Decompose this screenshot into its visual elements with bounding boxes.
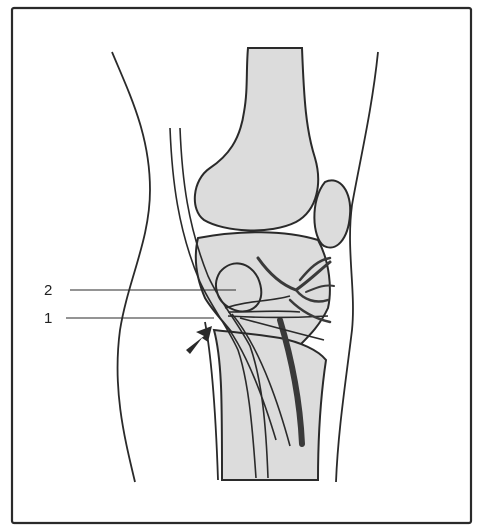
- leg-outline-left: [112, 52, 150, 482]
- femur-bone: [195, 48, 318, 230]
- label-2: 2: [44, 282, 52, 299]
- leg-outline-right: [336, 52, 378, 482]
- tibia-shaft: [214, 330, 326, 480]
- label-1: 1: [44, 310, 52, 327]
- nerve-branch-mid: [228, 311, 300, 312]
- tibia-lateral-line: [205, 322, 218, 480]
- patella-bone: [314, 180, 350, 247]
- pointer-arrow: [186, 326, 212, 354]
